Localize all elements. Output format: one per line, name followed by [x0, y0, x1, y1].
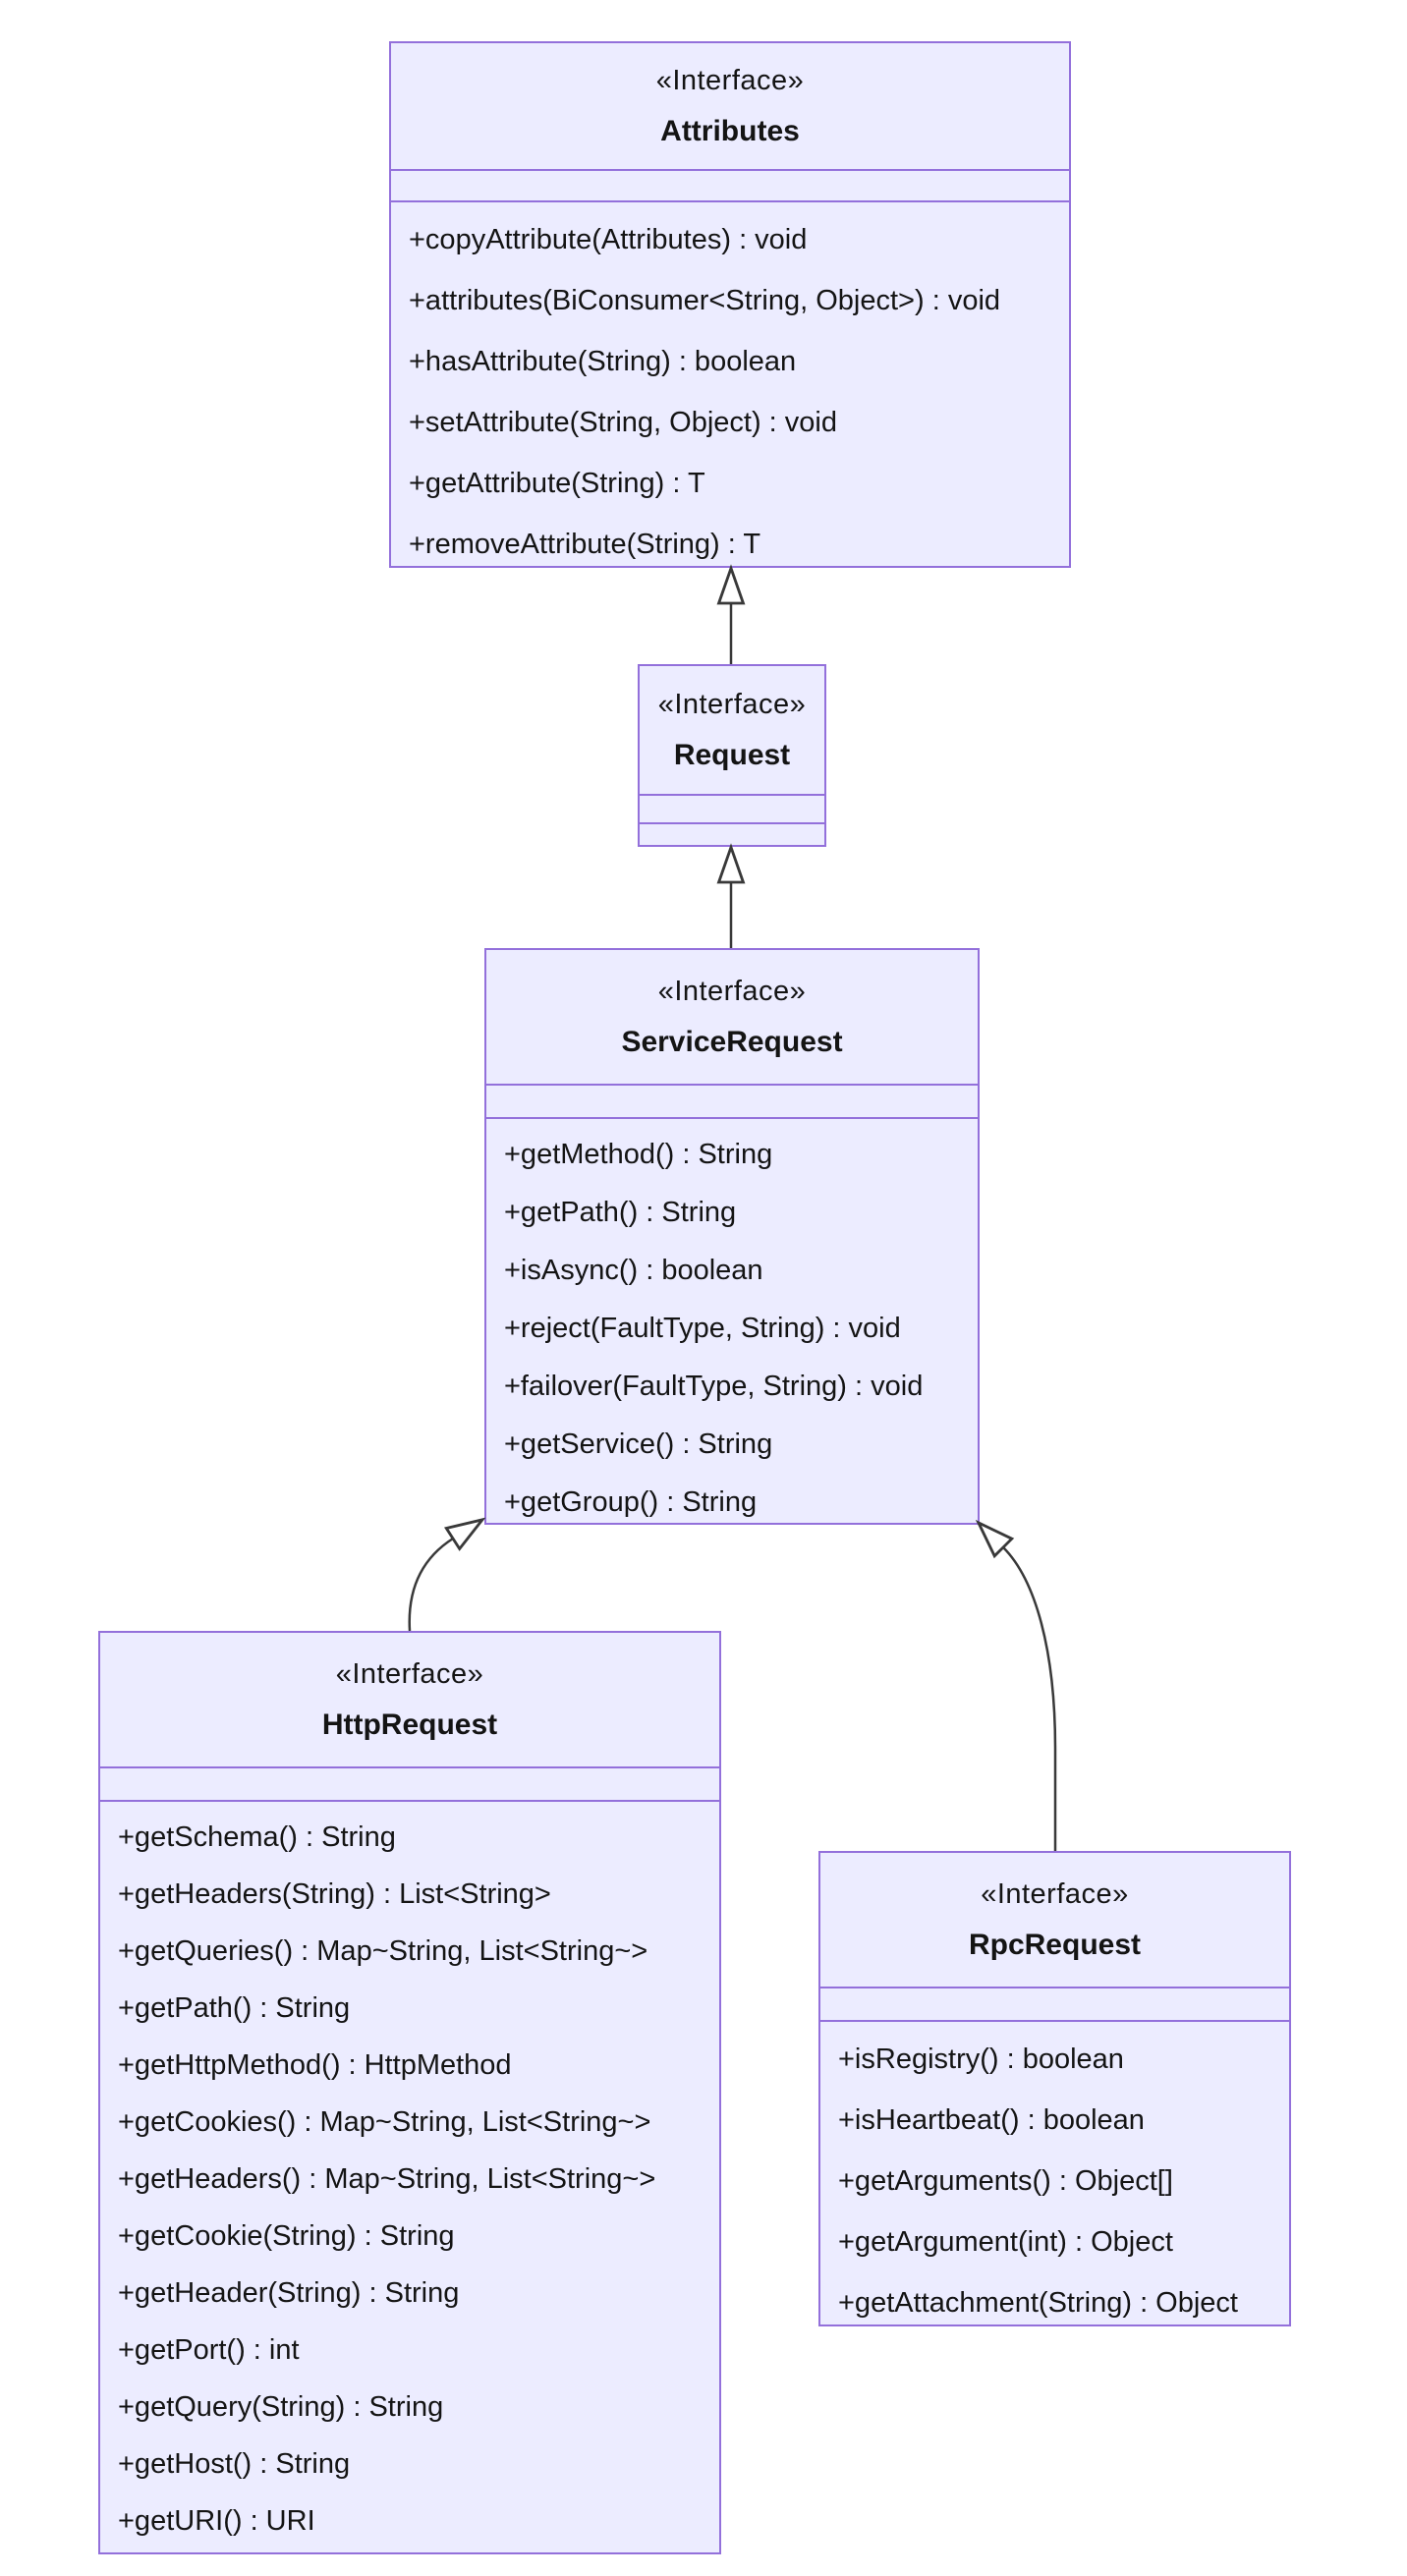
method-row: +getArgument(int) : Object: [838, 2225, 1173, 2258]
class-name: HttpRequest: [321, 1708, 498, 1741]
attributes-compartment-empty: [391, 171, 1069, 202]
class-box-attributes: «Interface» Attributes +copyAttribute(At…: [389, 41, 1071, 568]
attributes-compartment-empty: [100, 1768, 719, 1802]
class-title-compartment: «Interface» Request: [640, 666, 824, 796]
class-box-httprequest: «Interface» HttpRequest +getSchema() : S…: [98, 1631, 721, 2554]
method-row: +getPath() : String: [118, 1991, 351, 2024]
methods-compartment: +isRegistry() : boolean +isHeartbeat() :…: [820, 2022, 1289, 2333]
methods-compartment-empty: [640, 824, 824, 845]
method-row: +isRegistry() : boolean: [838, 2043, 1124, 2075]
method-row: +setAttribute(String, Object) : void: [409, 406, 837, 438]
class-name: Attributes: [660, 114, 800, 147]
method-row: +copyAttribute(Attributes) : void: [409, 223, 808, 255]
class-title-compartment: «Interface» Attributes: [391, 43, 1069, 171]
method-row: +getArguments() : Object[]: [838, 2164, 1173, 2197]
method-row: +getHeader(String) : String: [118, 2276, 460, 2309]
method-row: +getQueries() : Map~String, List<String~…: [118, 1934, 648, 1967]
method-row: +getGroup() : String: [504, 1486, 758, 1518]
method-row: +getHost() : String: [118, 2447, 351, 2480]
class-name: RpcRequest: [968, 1928, 1142, 1961]
methods-compartment: +getMethod() : String +getPath() : Strin…: [486, 1119, 978, 1532]
attributes-compartment-empty: [820, 1988, 1289, 2022]
attributes-compartment-empty: [486, 1086, 978, 1119]
method-row: +getMethod() : String: [504, 1139, 773, 1170]
attributes-compartment-empty: [640, 796, 824, 824]
class-title-compartment: «Interface» HttpRequest: [100, 1633, 719, 1768]
method-row: +getCookies() : Map~String, List<String~…: [118, 2105, 651, 2138]
class-box-request: «Interface» Request: [638, 664, 826, 847]
method-row: +getPort() : int: [118, 2333, 300, 2366]
stereotype-label: «Interface»: [657, 688, 807, 720]
inheritance-arrow-httprequest-to-servicerequest: [408, 1539, 453, 1632]
method-row: +removeAttribute(String) : T: [409, 528, 761, 560]
inheritance-arrow-rpcrequest-to-servicerequest: [1003, 1547, 1057, 1851]
stereotype-label: «Interface»: [981, 1877, 1129, 1910]
methods-compartment: +copyAttribute(Attributes) : void +attri…: [391, 202, 1069, 575]
method-row: +getSchema() : String: [118, 1820, 396, 1853]
method-row: +getCookie(String) : String: [118, 2219, 455, 2252]
method-row: +getURI() : URI: [118, 2504, 315, 2537]
method-row: +isHeartbeat() : boolean: [838, 2103, 1145, 2136]
method-row: +isAsync() : boolean: [504, 1255, 763, 1286]
method-row: +getHeaders(String) : List<String>: [118, 1877, 551, 1910]
stereotype-label: «Interface»: [655, 64, 805, 96]
class-name: Request: [673, 738, 791, 771]
stereotype-label: «Interface»: [657, 975, 807, 1007]
stereotype-label: «Interface»: [335, 1657, 484, 1690]
method-row: +hasAttribute(String) : boolean: [409, 345, 797, 377]
methods-compartment: +getSchema() : String +getHeaders(String…: [100, 1802, 719, 2552]
class-box-rpcrequest: «Interface» RpcRequest +isRegistry() : b…: [818, 1851, 1291, 2326]
method-row: +getAttachment(String) : Object: [838, 2286, 1238, 2319]
method-row: +getPath() : String: [504, 1197, 737, 1228]
method-row: +getHeaders() : Map~String, List<String~…: [118, 2162, 656, 2195]
method-row: +reject(FaultType, String) : void: [504, 1313, 901, 1344]
method-row: +getService() : String: [504, 1428, 773, 1460]
class-title-compartment: «Interface» RpcRequest: [820, 1853, 1289, 1988]
class-name: ServiceRequest: [621, 1025, 843, 1058]
class-title-compartment: «Interface» ServiceRequest: [486, 950, 978, 1086]
method-row: +getAttribute(String) : T: [409, 467, 705, 499]
class-box-servicerequest: «Interface» ServiceRequest +getMethod() …: [484, 948, 980, 1525]
method-row: +failover(FaultType, String) : void: [504, 1371, 924, 1402]
method-row: +getHttpMethod() : HttpMethod: [118, 2048, 512, 2081]
method-row: +attributes(BiConsumer<String, Object>) …: [409, 284, 1001, 316]
method-row: +getQuery(String) : String: [118, 2390, 444, 2423]
